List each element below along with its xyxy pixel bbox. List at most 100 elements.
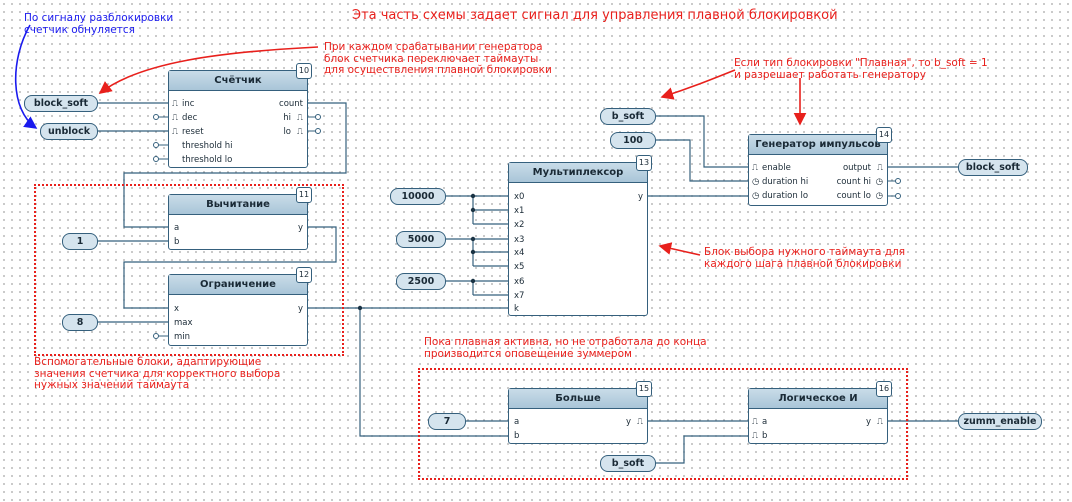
tag-unblock[interactable]: unblock xyxy=(40,123,98,140)
generator-note: Если тип блокировки "Плавная", то b_soft… xyxy=(734,57,988,81)
aux-note: Вспомогательные блоки, адаптирующие знач… xyxy=(34,356,281,391)
mux-title: Мультиплексор xyxy=(509,163,647,183)
diagram-title: Эта часть схемы задает сигнал для управл… xyxy=(352,8,838,23)
tag-b-soft-top[interactable]: b_soft xyxy=(600,108,656,125)
counter-block[interactable]: Счётчик 10 ⎍ inc ⎍ dec ⎍ reset threshold… xyxy=(168,63,312,168)
pulse-icon: ⎍ xyxy=(752,431,758,441)
tag-const-2500[interactable]: 2500 xyxy=(396,273,446,290)
pulse-rise-icon: ⎍ xyxy=(172,99,178,109)
buzzer-note: Пока плавная активна, но не отработала д… xyxy=(424,336,707,360)
tag-const-10000[interactable]: 10000 xyxy=(390,188,446,205)
pulse-icon: ⎍ xyxy=(297,113,303,123)
tag-const-7[interactable]: 7 xyxy=(428,413,466,430)
mux-block[interactable]: Мультиплексор 13 x0 x1 x2 x3 x4 x5 x6 x7… xyxy=(508,155,652,316)
port-threshold-hi[interactable]: threshold hi xyxy=(182,141,233,151)
limit-title: Ограничение xyxy=(169,275,307,295)
port-x2[interactable]: x2 xyxy=(514,220,525,230)
arrow-mux-note xyxy=(658,242,701,256)
port-y[interactable]: y xyxy=(297,304,303,314)
greater-number: 15 xyxy=(636,381,652,397)
pulse-icon: ⎍ xyxy=(297,127,303,137)
greater-title: Больше xyxy=(509,389,647,409)
port-a[interactable]: a xyxy=(174,223,180,233)
wire-bsoft-and xyxy=(656,435,748,464)
port-count-hi[interactable]: count hi xyxy=(836,177,871,187)
clock-icon: ◷ xyxy=(752,191,760,201)
port-b[interactable]: b xyxy=(514,431,520,441)
tag-b-soft-bottom[interactable]: b_soft xyxy=(600,455,656,472)
tag-zumm-enable[interactable]: zumm_enable xyxy=(958,413,1042,430)
port-hi[interactable]: hi xyxy=(283,113,291,123)
subtract-title: Вычитание xyxy=(169,195,307,215)
counter-note: При каждом срабатывании генератора блок … xyxy=(324,41,552,76)
clock-icon: ◷ xyxy=(752,177,760,187)
port-x[interactable]: x xyxy=(174,304,180,314)
counter-number: 10 xyxy=(296,63,312,79)
pulse-icon: ⎍ xyxy=(877,163,883,173)
port-min[interactable]: min xyxy=(174,332,191,342)
port-a[interactable]: a xyxy=(762,417,768,427)
greater-block[interactable]: Больше 15 a b y ⎍ xyxy=(508,381,652,444)
port-lo[interactable]: lo xyxy=(283,127,291,137)
and-title: Логическое И xyxy=(749,389,887,409)
limit-number: 12 xyxy=(296,267,312,283)
pulse-icon: ⎍ xyxy=(752,417,758,427)
port-x5[interactable]: x5 xyxy=(514,262,525,272)
wire-100-hi xyxy=(656,139,748,182)
arrow-reset-note xyxy=(14,24,38,129)
port-x6[interactable]: x6 xyxy=(514,277,525,287)
port-k[interactable]: k xyxy=(514,304,519,314)
generator-block[interactable]: Генератор импульсов 14 ⎍ enable ◷ durati… xyxy=(748,127,892,206)
port-max[interactable]: max xyxy=(174,318,193,328)
generator-number: 14 xyxy=(876,127,892,143)
port-y[interactable]: y xyxy=(625,417,631,427)
port-x4[interactable]: x4 xyxy=(514,248,525,258)
port-x7[interactable]: x7 xyxy=(514,291,525,301)
tag-block-soft-out[interactable]: block_soft xyxy=(958,159,1028,176)
generator-title: Генератор импульсов xyxy=(749,135,887,155)
port-y[interactable]: y xyxy=(297,223,303,233)
port-threshold-lo[interactable]: threshold lo xyxy=(182,155,233,165)
port-b[interactable]: b xyxy=(762,431,768,441)
tag-const-1[interactable]: 1 xyxy=(62,233,98,250)
port-y[interactable]: y xyxy=(865,417,871,427)
port-b[interactable]: b xyxy=(174,237,180,247)
port-count[interactable]: count xyxy=(279,99,303,109)
port-dec[interactable]: dec xyxy=(182,113,198,123)
port-inc[interactable]: inc xyxy=(182,99,195,109)
pulse-icon: ⎍ xyxy=(877,417,883,427)
pulse-icon: ⎍ xyxy=(172,127,178,137)
port-count-lo[interactable]: count lo xyxy=(836,191,871,201)
and-number: 16 xyxy=(876,381,892,397)
tag-const-8[interactable]: 8 xyxy=(62,314,98,331)
port-reset[interactable]: reset xyxy=(182,127,204,137)
port-duration-lo[interactable]: duration lo xyxy=(762,191,809,201)
port-a[interactable]: a xyxy=(514,417,520,427)
counter-title: Счётчик xyxy=(169,71,307,91)
and-block[interactable]: Логическое И 16 ⎍ a ⎍ b y ⎍ xyxy=(748,381,892,444)
wire-count-subtract xyxy=(123,102,347,228)
tag-const-100[interactable]: 100 xyxy=(610,132,656,149)
port-duration-hi[interactable]: duration hi xyxy=(762,177,809,187)
port-x3[interactable]: x3 xyxy=(514,235,525,245)
tag-const-5000[interactable]: 5000 xyxy=(396,231,446,248)
limit-block[interactable]: Ограничение 12 x max min y xyxy=(168,267,312,346)
pulse-icon: ⎍ xyxy=(637,417,643,427)
arrow-gen-note-bsoft xyxy=(660,69,736,100)
subtract-block[interactable]: Вычитание 11 a b y xyxy=(168,187,312,250)
aux-blocks-group xyxy=(34,184,344,356)
tag-block-soft-in[interactable]: block_soft xyxy=(24,95,98,112)
wire-limit-greater xyxy=(359,308,508,437)
reset-note: По сигналу разблокировки счетчик обнуляе… xyxy=(24,12,174,36)
port-y[interactable]: y xyxy=(637,192,643,202)
port-x1[interactable]: x1 xyxy=(514,206,525,216)
pulse-rise-icon: ⎍ xyxy=(172,113,178,123)
wire-subtract-limit xyxy=(123,226,337,309)
arrow-counter-note xyxy=(98,46,319,94)
port-x0[interactable]: x0 xyxy=(514,192,525,202)
port-output[interactable]: output xyxy=(842,163,871,173)
port-enable[interactable]: enable xyxy=(762,163,791,173)
clock-icon: ◷ xyxy=(875,191,883,201)
pulse-rise-icon: ⎍ xyxy=(752,163,758,173)
